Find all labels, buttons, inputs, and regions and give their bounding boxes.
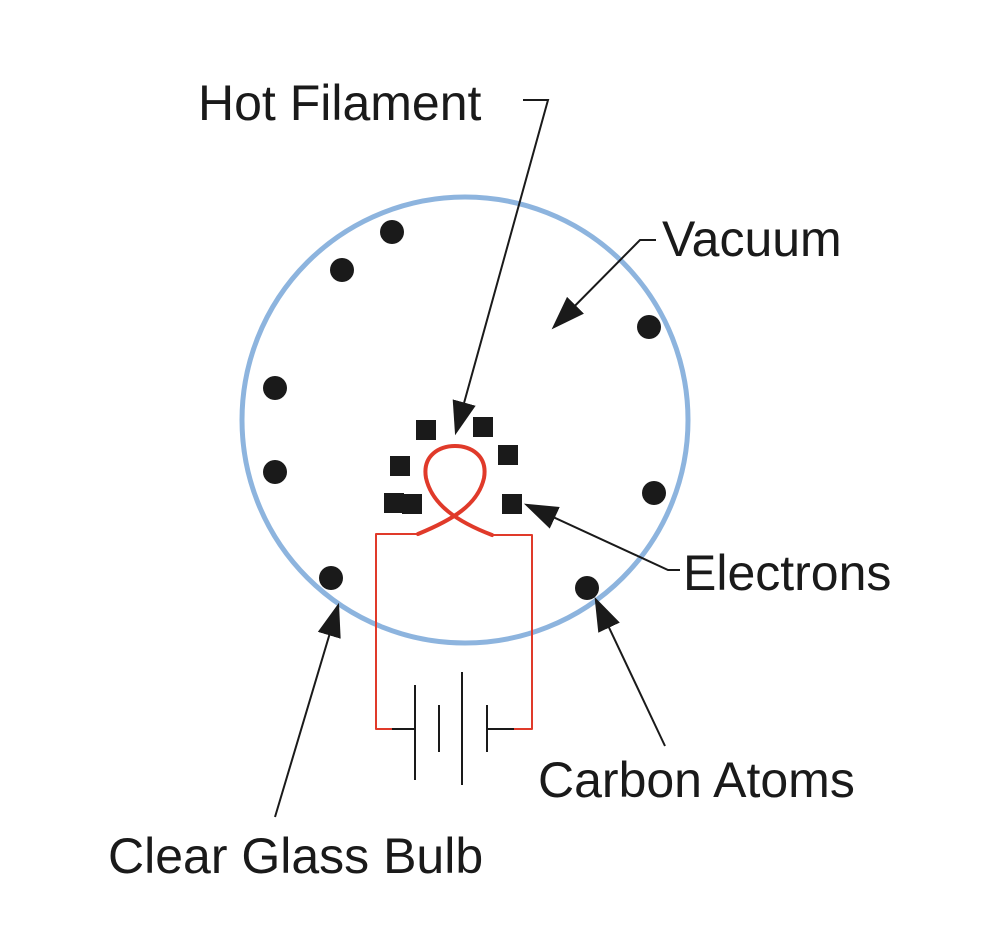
hot-filament-pointer xyxy=(452,99,550,436)
carbon-atom xyxy=(319,566,343,590)
clear-glass-bulb-pointer xyxy=(274,602,341,818)
battery-icon xyxy=(392,672,514,785)
carbon-atom xyxy=(263,460,287,484)
leader-lines xyxy=(274,99,680,818)
electron xyxy=(498,445,518,465)
vacuum-pointer xyxy=(551,239,656,330)
label-carbon-atoms: Carbon Atoms xyxy=(538,752,855,808)
filament-wire-left xyxy=(375,533,419,730)
electron xyxy=(384,493,404,513)
carbon-atom xyxy=(642,481,666,505)
carbon-atom xyxy=(637,315,661,339)
electron xyxy=(402,494,422,514)
label-electrons: Electrons xyxy=(683,545,891,601)
electron xyxy=(390,456,410,476)
electron xyxy=(502,494,522,514)
label-clear-glass-bulb: Clear Glass Bulb xyxy=(108,828,483,884)
filament-wire-right xyxy=(491,534,533,730)
carbon-atom xyxy=(330,258,354,282)
electron xyxy=(473,417,493,437)
filament-circuit xyxy=(375,444,533,730)
glass-bulb-outline xyxy=(239,194,691,646)
carbon-atom xyxy=(263,376,287,400)
electrons-group xyxy=(384,417,522,514)
electron xyxy=(416,420,436,440)
label-hot-filament: Hot Filament xyxy=(198,75,482,131)
carbon-atom xyxy=(575,576,599,600)
label-vacuum: Vacuum xyxy=(662,211,842,267)
electrons-pointer xyxy=(523,503,680,571)
carbon-atom xyxy=(380,220,404,244)
carbon-atoms-group xyxy=(263,220,666,600)
hot-filament-coil xyxy=(416,444,494,537)
carbon-atoms-pointer xyxy=(594,596,666,747)
